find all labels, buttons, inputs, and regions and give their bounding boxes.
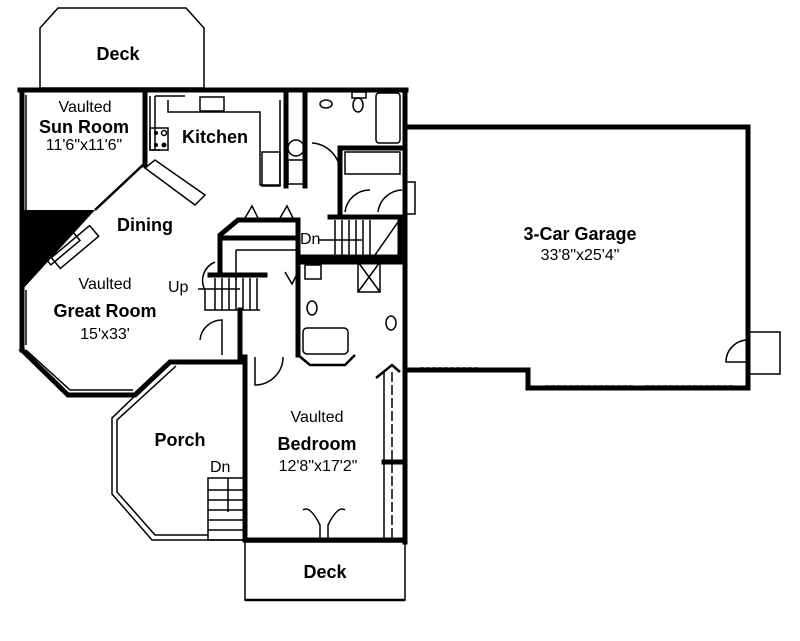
stair-down-hall-label: Dn — [300, 231, 321, 248]
room-prefix-sun-room: Vaulted — [58, 99, 112, 116]
room-label-bedroom: Bedroom — [277, 434, 357, 454]
cooktop — [149, 127, 169, 151]
room-label-kitchen: Kitchen — [181, 127, 248, 147]
room-prefix-great-room: Vaulted — [78, 276, 132, 293]
kitchen-peninsula — [143, 159, 207, 206]
room-label-porch: Porch — [154, 430, 206, 450]
room-label-deck-top: Deck — [96, 44, 140, 64]
room-dims-garage: 33'8"x25'4" — [540, 247, 620, 264]
room-dims-bedroom: 12'8"x17'2" — [278, 458, 358, 475]
fireplace — [22, 210, 95, 290]
room-dims-sun-room: 11'6"x11'6" — [45, 137, 123, 154]
room-label-great-room: Great Room — [53, 301, 157, 321]
stair-up-label: Up — [168, 279, 189, 296]
room-label-garage: 3-Car Garage — [523, 224, 637, 244]
room-dims-great-room: 15'x33' — [80, 326, 130, 343]
room-label-deck-bottom: Deck — [303, 562, 347, 582]
stair-down-porch-label: Dn — [210, 459, 231, 476]
room-prefix-bedroom: Vaulted — [290, 409, 344, 426]
room-label-dining: Dining — [117, 215, 173, 235]
room-label-sun-room: Sun Room — [39, 117, 129, 137]
